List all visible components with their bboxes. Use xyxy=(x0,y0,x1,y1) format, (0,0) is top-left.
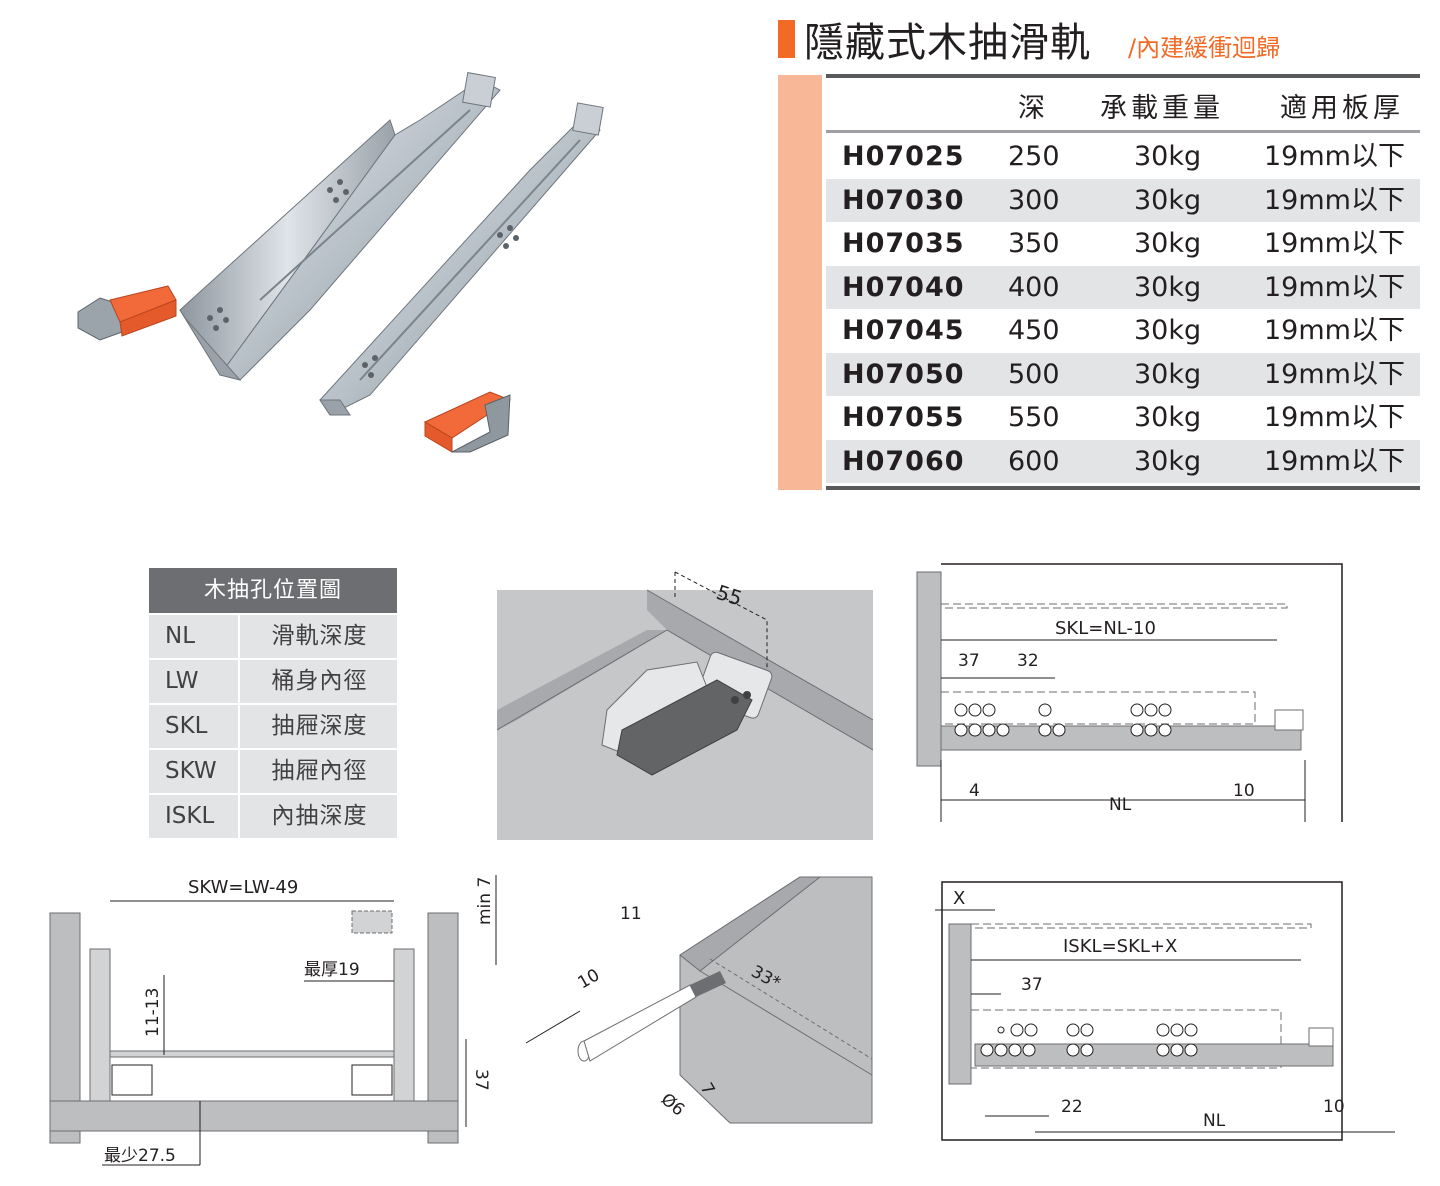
page-title: 隱藏式木抽滑軌 xyxy=(804,20,1091,66)
range-11-13: 11-13 xyxy=(143,988,163,1037)
legend-value: 桶身內徑 xyxy=(271,668,368,694)
thickness-value: 19mm以下 xyxy=(1264,358,1405,390)
legend-key: NL xyxy=(149,615,240,658)
spec-table-accent xyxy=(778,75,822,490)
legend-row: SKW 抽屜內徑 xyxy=(149,748,397,793)
legend-key: SKW xyxy=(149,750,240,793)
legend-value: 抽屜深度 xyxy=(271,713,368,739)
load-value: 30kg xyxy=(1134,271,1202,303)
dim-37: 37 xyxy=(958,651,980,671)
thickness-value: 19mm以下 xyxy=(1264,228,1405,259)
dim-32: 32 xyxy=(1017,651,1039,671)
thickness-value: 19mm以下 xyxy=(1264,315,1405,346)
legend-row: LW 桶身內徑 xyxy=(149,658,397,703)
dim-11: 11 xyxy=(620,904,642,924)
load-value: 30kg xyxy=(1134,315,1202,346)
legend-value: 滑軌深度 xyxy=(271,623,368,649)
load-value: 30kg xyxy=(1134,184,1202,216)
min-7: min 7 xyxy=(475,877,495,925)
legend-row: SKL 抽屜深度 xyxy=(149,703,397,748)
model-code: H07055 xyxy=(842,402,965,433)
legend-key: SKL xyxy=(149,705,240,748)
skw-formula: SKW=LW-49 xyxy=(188,877,298,898)
model-code: H07060 xyxy=(842,445,965,477)
depth-value: 500 xyxy=(1008,358,1060,390)
dim-22: 22 xyxy=(1061,1097,1083,1117)
spec-table-bottom-rule xyxy=(826,486,1420,490)
clip-mount-diagram: 55 xyxy=(497,571,873,840)
spec-table-header-rule xyxy=(826,130,1420,133)
depth-value: 250 xyxy=(1008,141,1060,172)
skl-formula: SKL=NL-10 xyxy=(1055,618,1156,639)
page-subtitle: /內建緩衝迴歸 xyxy=(1128,34,1281,62)
dim-10: 10 xyxy=(575,965,604,993)
drilling-diagram: 11 33* 10 7 Ø6 xyxy=(525,876,873,1124)
legend-key: LW xyxy=(149,660,240,703)
load-value: 30kg xyxy=(1134,402,1202,433)
table-row: H07055 550 30kg 19mm以下 xyxy=(826,396,1420,440)
dim-37: 37 xyxy=(1021,975,1043,995)
legend-value: 內抽深度 xyxy=(271,803,368,829)
side-rail-diagram: SKL=NL-10 37 32 4 NL 10 xyxy=(916,563,1343,822)
thickness-value: 19mm以下 xyxy=(1264,141,1405,172)
legend-title: 木抽孔位置圖 xyxy=(149,568,397,613)
thickness-value: 19mm以下 xyxy=(1264,445,1405,477)
legend-table: 木抽孔位置圖 NL 滑軌深度 LW 桶身內徑 SKL 抽屜深度 SKW 抽屜內徑… xyxy=(149,568,397,838)
dim-37: 37 xyxy=(471,1069,491,1091)
title-accent-bar xyxy=(778,20,795,58)
spec-table-top-rule xyxy=(826,74,1420,78)
depth-value: 600 xyxy=(1008,445,1060,477)
product-photo xyxy=(77,72,604,453)
header-depth: 深 xyxy=(1018,93,1049,124)
dim-x: X xyxy=(953,888,965,909)
dim-10: 10 xyxy=(1233,781,1255,801)
header-load: 承載重量 xyxy=(1100,93,1224,124)
legend-key: ISKL xyxy=(149,795,240,838)
max-thickness-19: 最厚19 xyxy=(304,960,360,980)
table-row: H07025 250 30kg 19mm以下 xyxy=(826,135,1420,179)
min-27-5: 最少27.5 xyxy=(104,1146,176,1166)
depth-value: 400 xyxy=(1008,271,1060,303)
model-code: H07050 xyxy=(842,358,965,390)
thickness-value: 19mm以下 xyxy=(1264,402,1405,433)
model-code: H07035 xyxy=(842,228,965,259)
load-value: 30kg xyxy=(1134,445,1202,477)
load-value: 30kg xyxy=(1134,228,1202,259)
load-value: 30kg xyxy=(1134,141,1202,172)
dim-diameter-6: Ø6 xyxy=(657,1090,688,1121)
model-code: H07025 xyxy=(842,141,965,172)
dim-nl: NL xyxy=(1109,795,1132,815)
model-code: H07040 xyxy=(842,271,965,303)
locking-clip-right xyxy=(423,391,512,453)
rail-left xyxy=(179,72,501,381)
rail-right xyxy=(319,102,604,416)
legend-value: 抽屜內徑 xyxy=(271,758,368,784)
table-row: H07060 600 30kg 19mm以下 xyxy=(826,439,1420,483)
dim-10: 10 xyxy=(1323,1097,1345,1117)
depth-value: 450 xyxy=(1008,315,1060,346)
table-row: H07030 300 30kg 19mm以下 xyxy=(826,178,1420,222)
table-row: H07035 350 30kg 19mm以下 xyxy=(826,222,1420,266)
table-row: H07045 450 30kg 19mm以下 xyxy=(826,309,1420,353)
iskl-formula: ISKL=SKL+X xyxy=(1063,936,1177,957)
front-section-diagram: SKW=LW-49 最厚19 min 7 11-13 37 最少27.5 xyxy=(49,875,497,1166)
thickness-value: 19mm以下 xyxy=(1264,184,1405,216)
dim-nl: NL xyxy=(1203,1111,1226,1131)
model-code: H07030 xyxy=(842,184,965,216)
inner-rail-diagram: X ISKL=SKL+X 37 22 NL 10 xyxy=(935,881,1395,1141)
dim-4: 4 xyxy=(969,781,980,801)
header-thickness: 適用板厚 xyxy=(1280,93,1404,124)
table-row: H07050 500 30kg 19mm以下 xyxy=(826,352,1420,396)
table-row: H07040 400 30kg 19mm以下 xyxy=(826,265,1420,309)
load-value: 30kg xyxy=(1134,358,1202,390)
model-code: H07045 xyxy=(842,315,965,346)
depth-value: 350 xyxy=(1008,228,1060,259)
thickness-value: 19mm以下 xyxy=(1264,271,1405,303)
locking-clip-left xyxy=(77,285,177,341)
legend-row: NL 滑軌深度 xyxy=(149,613,397,658)
depth-value: 300 xyxy=(1008,184,1060,216)
depth-value: 550 xyxy=(1008,402,1060,433)
legend-row: ISKL 內抽深度 xyxy=(149,793,397,838)
